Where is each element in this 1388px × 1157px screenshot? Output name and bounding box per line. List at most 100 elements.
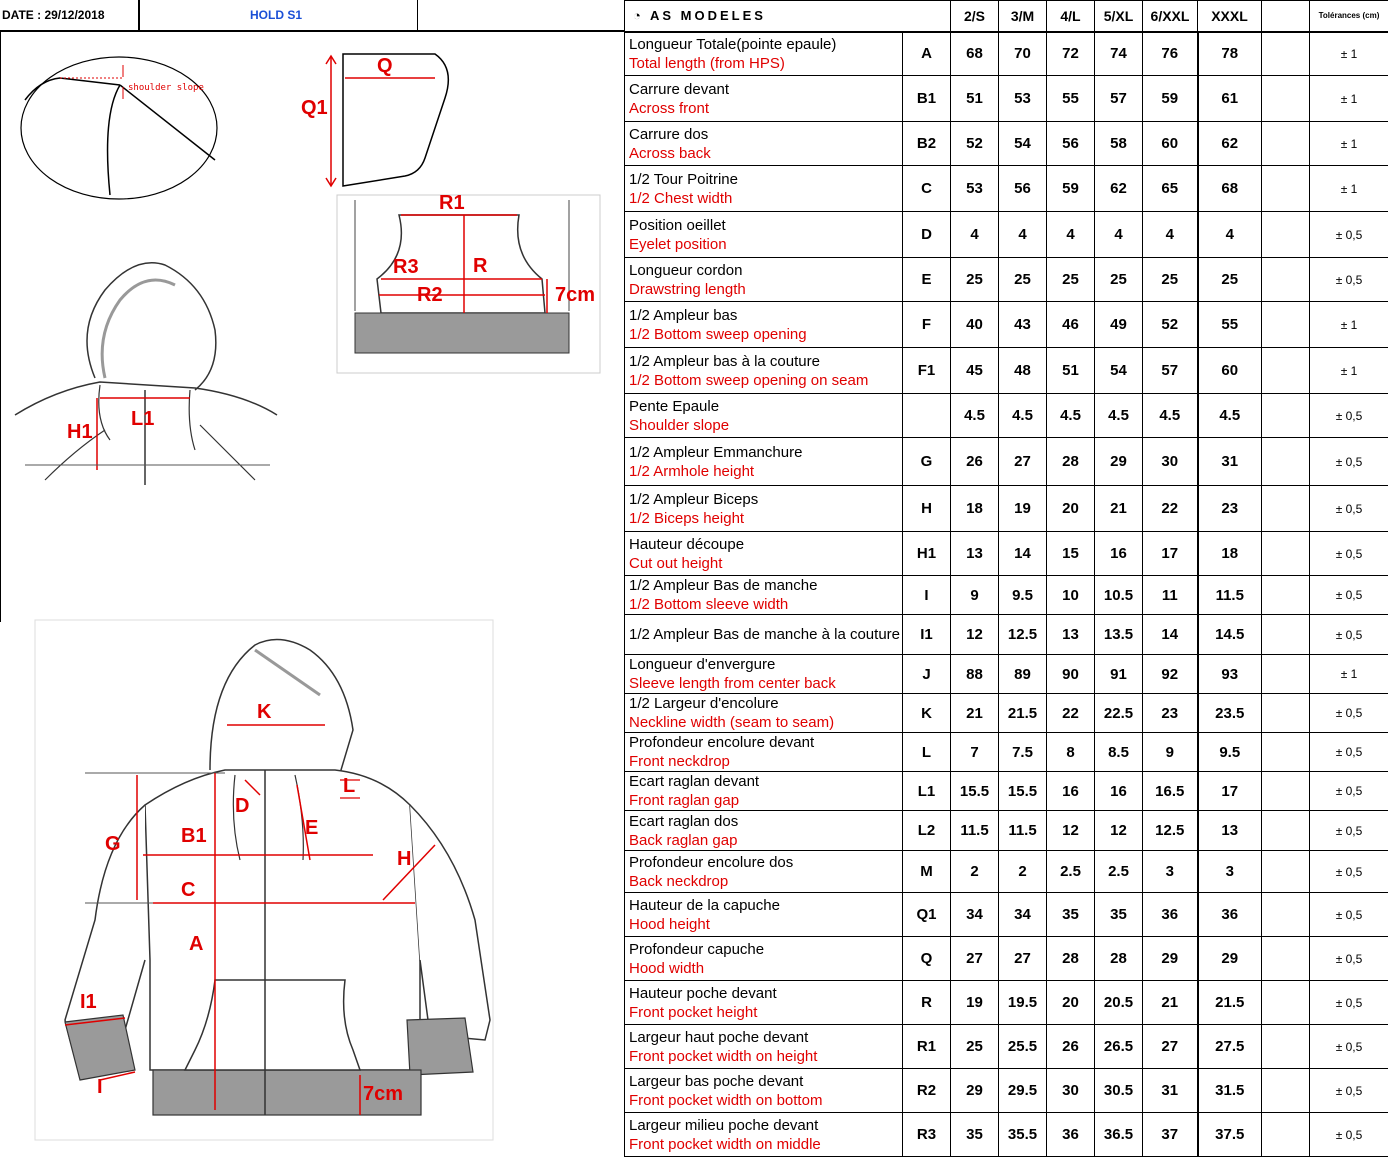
size-value: 14 [999, 532, 1047, 576]
tolerance-value: ± 0,5 [1310, 394, 1388, 438]
gap-cell [1262, 694, 1310, 733]
size-value: 36 [1198, 893, 1262, 937]
gap-cell [1262, 76, 1310, 122]
size-value: 56 [1047, 122, 1095, 166]
measurement-name-fr: Carrure devant [629, 80, 902, 99]
size-header: 4/L [1047, 1, 1095, 32]
size-header: XXXL [1198, 1, 1262, 32]
size-value: 29 [951, 1069, 999, 1113]
size-value: 29 [1095, 438, 1143, 486]
gap-cell [1262, 615, 1310, 655]
tolerance-value: ± 1 [1310, 302, 1388, 348]
dim-label-h: H [397, 848, 411, 870]
size-value: 28 [1047, 438, 1095, 486]
measurement-code: D [903, 212, 951, 258]
size-value: 12.5 [1143, 811, 1198, 851]
document-header: DATE : 29/12/2018 HOLD S1 [0, 0, 624, 32]
size-value: 27 [999, 937, 1047, 981]
measurement-name-en: Back raglan gap [629, 831, 902, 850]
gap-cell [1262, 1069, 1310, 1113]
size-value: 9 [1143, 733, 1198, 772]
measurement-name-fr: Profondeur encolure devant [629, 733, 902, 752]
size-value: 4.5 [1143, 394, 1198, 438]
size-value: 15 [1047, 532, 1095, 576]
gap-cell [1262, 1113, 1310, 1157]
gap-cell [1262, 655, 1310, 694]
size-value: 3 [1198, 851, 1262, 893]
measurement-code: M [903, 851, 951, 893]
size-value: 28 [1047, 937, 1095, 981]
size-value: 25 [951, 1025, 999, 1069]
gap-cell [1262, 394, 1310, 438]
measurement-name-en: Cut out height [629, 554, 902, 573]
size-value: 57 [1143, 348, 1198, 394]
size-value: 60 [1198, 348, 1262, 394]
size-value: 12 [1095, 811, 1143, 851]
dim-label-r2: R2 [417, 284, 443, 306]
measurement-name-fr: 1/2 Ampleur Bas de manche [629, 576, 902, 595]
size-value: 30 [1143, 438, 1198, 486]
measurement-name-en: Front neckdrop [629, 752, 902, 771]
size-value: 4.5 [1198, 394, 1262, 438]
size-value: 25 [1143, 258, 1198, 302]
size-value: 10 [1047, 576, 1095, 615]
size-value: 36 [1047, 1113, 1095, 1157]
size-value: 36.5 [1095, 1113, 1143, 1157]
size-value: 20 [1047, 981, 1095, 1025]
size-value: 11.5 [999, 811, 1047, 851]
eye-icon: ◔︎ [633, 8, 644, 23]
dim-label-i: I [97, 1076, 103, 1098]
size-value: 17 [1143, 532, 1198, 576]
measurement-code: A [903, 32, 951, 76]
gap-cell [1262, 851, 1310, 893]
hood-diagram: Q Q1 [295, 48, 455, 193]
pocket-diagram: R1 R R3 R2 7cm [337, 195, 602, 375]
measurement-name-fr: Largeur bas poche devant [629, 1072, 902, 1091]
size-value: 11.5 [951, 811, 999, 851]
size-value: 45 [951, 348, 999, 394]
measurement-name-en: Hood width [629, 959, 902, 978]
measurement-code: E [903, 258, 951, 302]
size-value: 49 [1095, 302, 1143, 348]
size-value: 78 [1198, 32, 1262, 76]
tolerance-value: ± 0,5 [1310, 851, 1388, 893]
measurement-code: R2 [903, 1069, 951, 1113]
size-value: 28 [1095, 937, 1143, 981]
measurement-code: K [903, 694, 951, 733]
size-value: 68 [951, 32, 999, 76]
tolerance-value: ± 1 [1310, 655, 1388, 694]
size-value: 9.5 [1198, 733, 1262, 772]
measurement-name-fr: 1/2 Ampleur Biceps [629, 490, 902, 509]
brand-header: ◔︎ AS MODELES [625, 1, 951, 32]
size-value: 31 [1143, 1069, 1198, 1113]
size-value: 62 [1095, 166, 1143, 212]
size-value: 88 [951, 655, 999, 694]
size-value: 12.5 [999, 615, 1047, 655]
measurement-code: Q [903, 937, 951, 981]
size-value: 10.5 [1095, 576, 1143, 615]
size-value: 2.5 [1095, 851, 1143, 893]
measurement-name-fr: Hauteur découpe [629, 535, 902, 554]
tolerance-value: ± 1 [1310, 32, 1388, 76]
tolerance-value: ± 1 [1310, 166, 1388, 212]
measurement-label: Longueur Totale(pointe epaule)Total leng… [625, 32, 903, 76]
size-value: 4.5 [951, 394, 999, 438]
measurement-name-fr: 1/2 Ampleur bas [629, 306, 902, 325]
size-header: 3/M [999, 1, 1047, 32]
size-value: 4 [1143, 212, 1198, 258]
measurement-name-en: Front pocket height [629, 1003, 902, 1022]
size-value: 14 [1143, 615, 1198, 655]
size-value: 60 [1143, 122, 1198, 166]
